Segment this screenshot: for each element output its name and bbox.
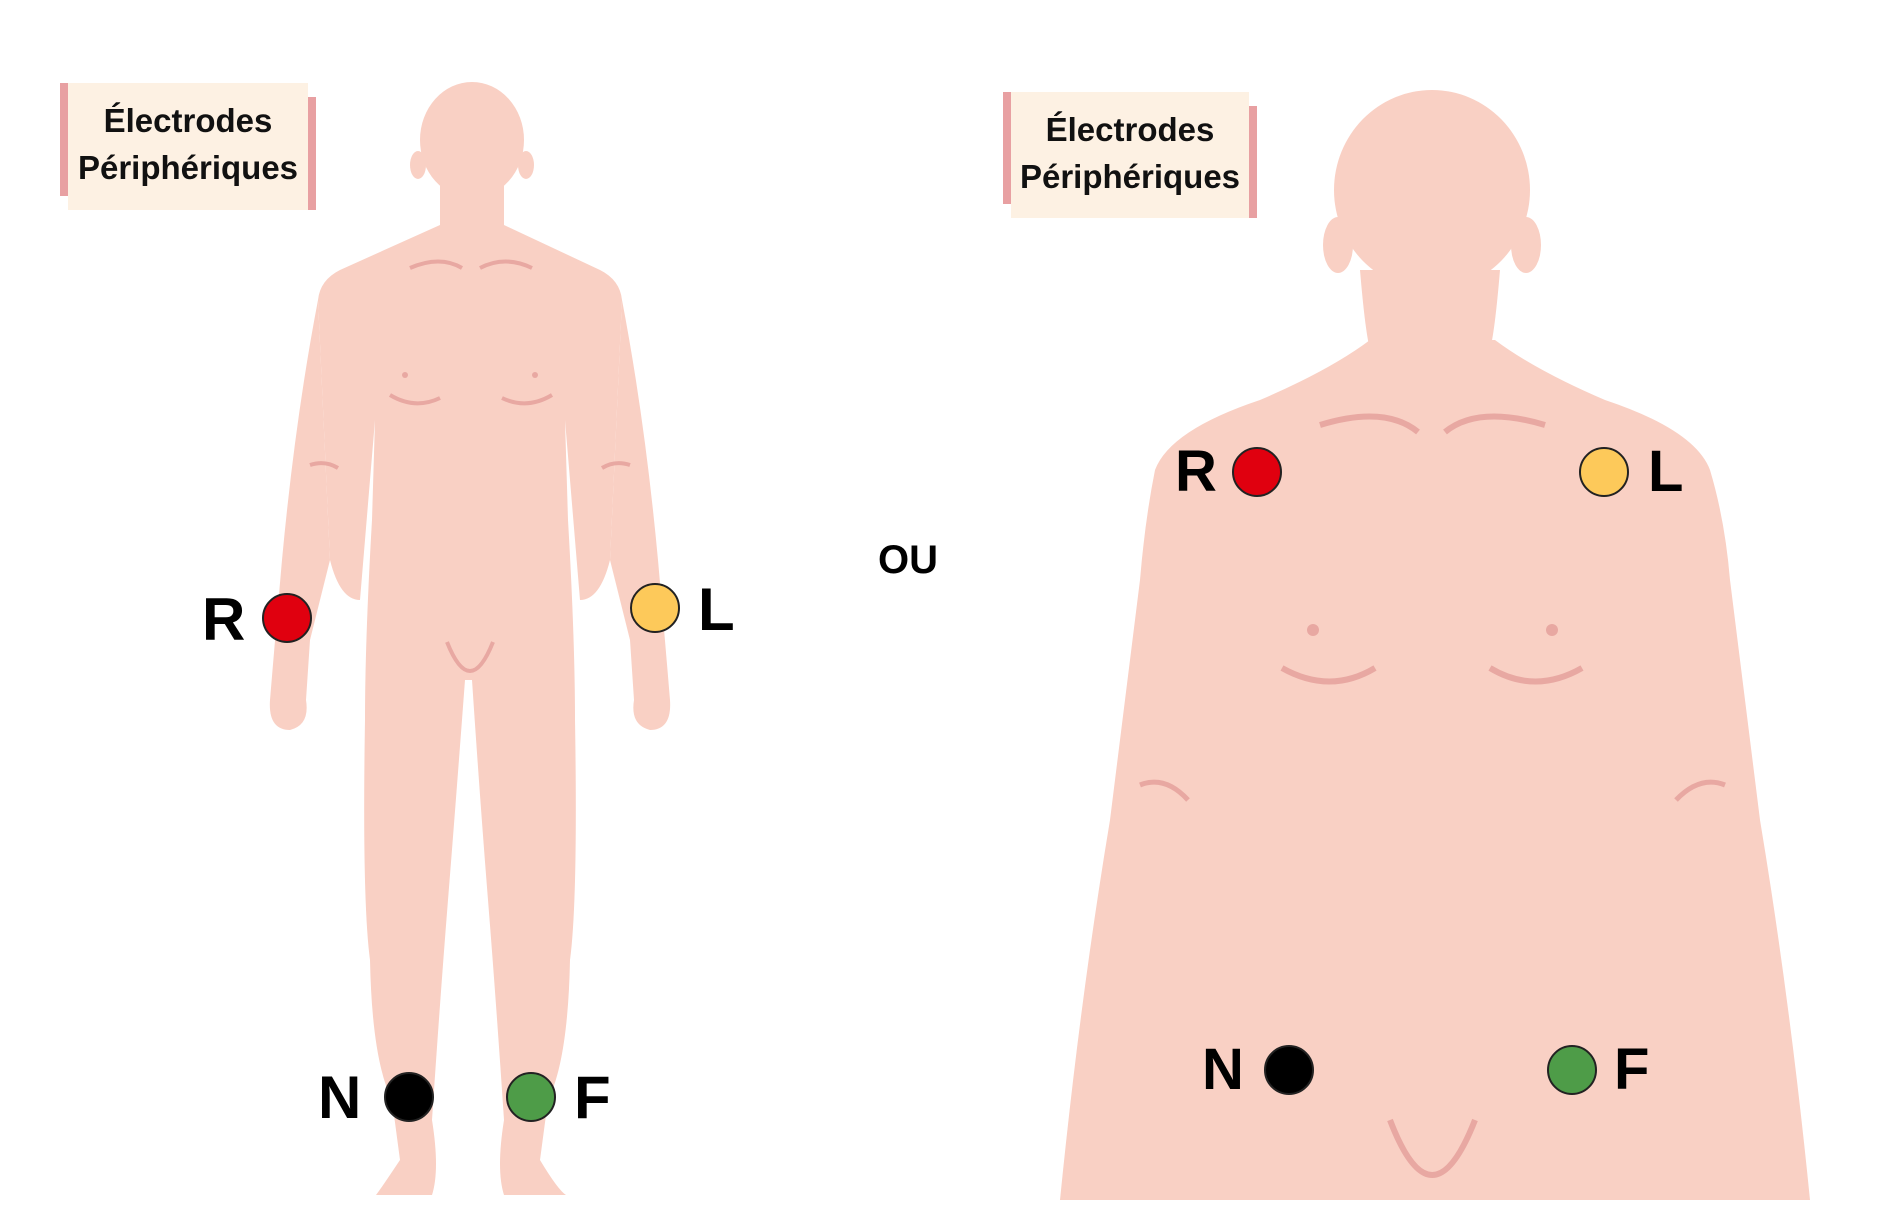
- left-electrode-l: [630, 583, 680, 633]
- right-label-bar-right: [1249, 106, 1257, 218]
- left-electrode-n: [384, 1072, 434, 1122]
- left-electrode-r: [262, 593, 312, 643]
- right-body-silhouette: [1060, 90, 1810, 1200]
- left-label-bar-left: [60, 83, 68, 196]
- right-label-bar-left: [1003, 92, 1011, 204]
- right-label-line2: Périphériques: [1019, 158, 1241, 195]
- right-letter-l: L: [1648, 439, 1684, 504]
- left-label-line2: Périphériques: [77, 149, 299, 186]
- right-letter-f: F: [1614, 1037, 1650, 1102]
- separator-ou: OU: [878, 538, 938, 582]
- left-letter-r: R: [202, 586, 246, 653]
- left-label-text: Électrodes Périphériques: [68, 83, 308, 191]
- left-letter-f: F: [574, 1064, 611, 1131]
- right-letter-r: R: [1175, 439, 1217, 504]
- left-electrode-f: [506, 1072, 556, 1122]
- left-label-bar-right: [308, 97, 316, 210]
- right-electrode-f: [1547, 1045, 1597, 1095]
- right-electrode-l: [1579, 447, 1629, 497]
- left-letter-l: L: [698, 576, 735, 643]
- right-electrode-r: [1232, 447, 1282, 497]
- left-label-box: Électrodes Périphériques: [60, 83, 316, 210]
- right-label-text: Électrodes Périphériques: [1011, 92, 1249, 200]
- right-label-box: Électrodes Périphériques: [1003, 92, 1257, 218]
- left-body-silhouette: [269, 82, 671, 1195]
- left-label-line1: Électrodes: [103, 102, 273, 139]
- right-letter-n: N: [1202, 1037, 1244, 1102]
- right-electrode-n: [1264, 1045, 1314, 1095]
- left-letter-n: N: [318, 1064, 362, 1131]
- right-label-line1: Électrodes: [1045, 111, 1215, 148]
